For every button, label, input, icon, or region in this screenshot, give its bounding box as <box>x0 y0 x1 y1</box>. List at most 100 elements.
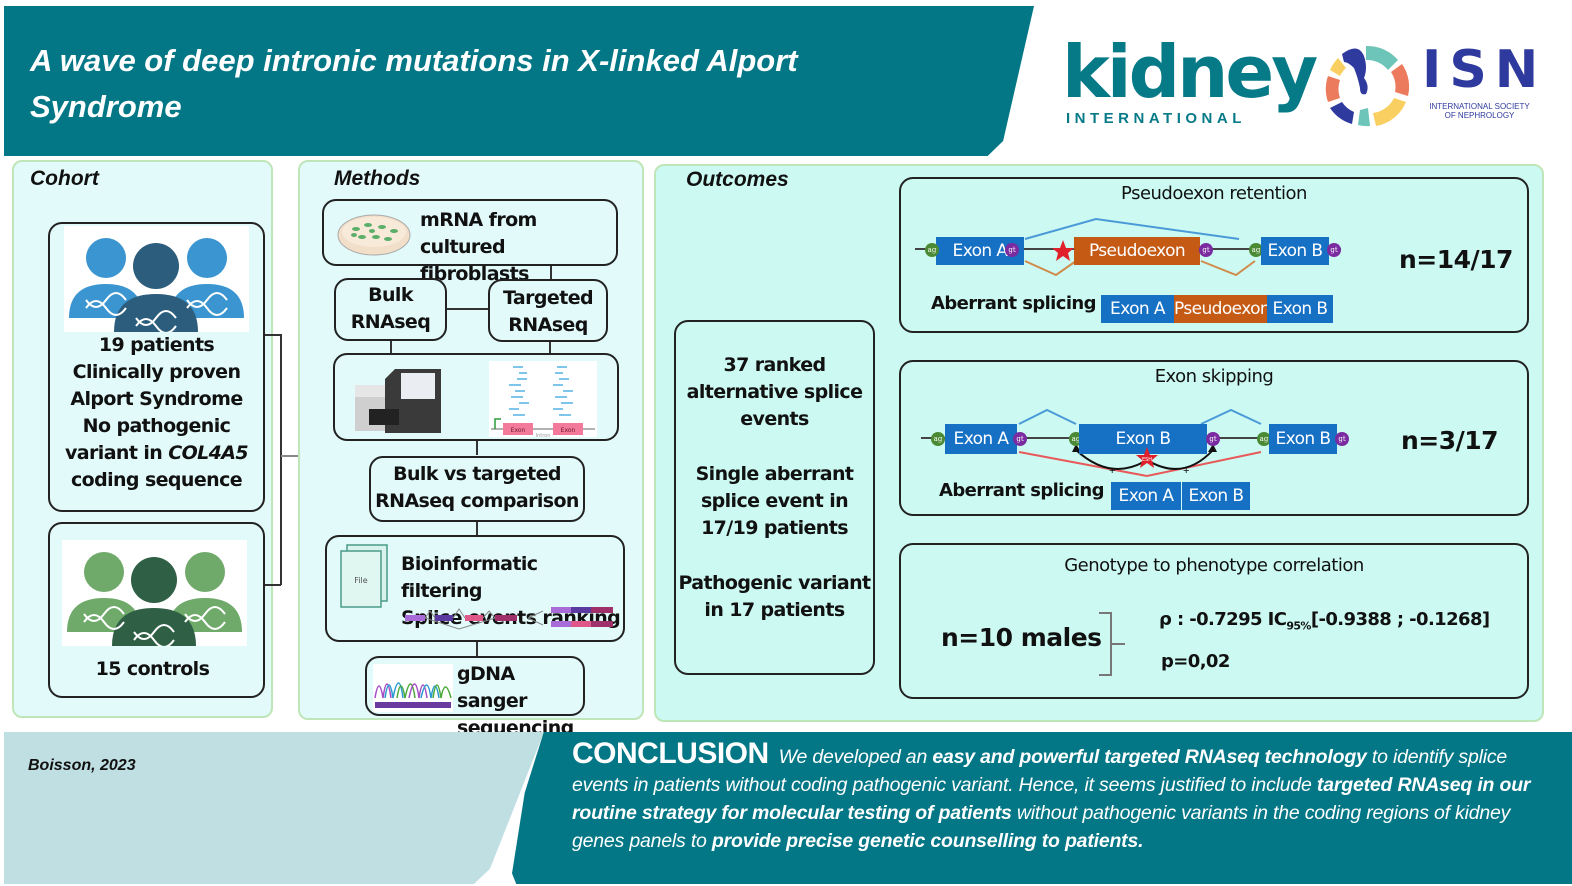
exon-b-skipped: Exon B <box>1079 424 1207 454</box>
patients-group-icon <box>64 226 249 332</box>
exon-a: Exon A <box>945 424 1017 454</box>
intron-label: Intron <box>536 433 551 437</box>
summary-ranked-events: 37 ranked alternative splice events <box>676 352 873 433</box>
exon-skipping-title: Exon skipping <box>1154 366 1274 387</box>
conclusion-band <box>512 732 1572 884</box>
isn-logo-word: ISN <box>1422 40 1547 100</box>
summary-line: Pathogenic variant <box>678 572 871 594</box>
summary-line: alternative splice <box>686 381 863 403</box>
mrna-box: mRNA from cultured fibroblasts <box>322 199 618 285</box>
mrna-line-2: cultured fibroblasts <box>420 236 529 285</box>
sanger-box: gDNA sanger sequencing <box>365 656 585 739</box>
conclusion-body: We developed an easy and powerful target… <box>572 746 1531 852</box>
aberrant-pseudoexon: Pseudoexon <box>1174 295 1271 323</box>
isn-sub-line2: OF NEPHROLOGY <box>1444 111 1515 120</box>
patients-line-4: No pathogenic <box>82 415 231 437</box>
conclusion-emphasis: provide precise genetic counselling to p… <box>711 830 1144 852</box>
outcomes-summary-box: 37 ranked alternative splice events Sing… <box>674 320 875 675</box>
pseudoexon: Pseudoexon <box>1074 237 1200 265</box>
kidney-logo-word: kidney <box>1062 30 1318 114</box>
summary-line: Single aberrant <box>695 463 854 485</box>
outcomes-title: Outcomes <box>686 168 789 191</box>
reads-alignment-icon: Exon Exon Intron <box>489 361 597 437</box>
isn-globe-icon <box>1325 45 1410 127</box>
mrna-label: mRNA from cultured fibroblasts <box>420 207 616 288</box>
ag-splice-site-icon: ag <box>931 432 945 446</box>
patients-line-5: variant in COL4A5 <box>50 440 263 467</box>
exon-label: Exon <box>511 427 526 434</box>
pseudoexon-retention-box: Pseudoexon retention Exon A ag gt Pseudo… <box>899 177 1529 333</box>
controls-group-icon <box>62 540 247 646</box>
summary-line: events <box>740 408 809 430</box>
controls-label: 15 controls <box>95 658 210 680</box>
targeted-rnaseq-box: Targeted RNAseq <box>488 279 608 342</box>
comparison-label: Bulk vs targeted RNAseq comparison <box>371 461 583 515</box>
targeted-line-1: Targeted <box>503 287 594 309</box>
sanger-label: gDNA sanger sequencing <box>457 661 583 742</box>
correlation-title: Genotype to phenotype correlation <box>1064 555 1364 576</box>
exon-b: Exon B <box>1261 237 1329 265</box>
header-banner <box>4 6 1034 156</box>
connector-line <box>447 308 489 310</box>
file-label: File <box>354 576 367 585</box>
esh-label: ESH <box>1142 457 1152 463</box>
correlation-box: Genotype to phenotype correlation n=10 m… <box>899 543 1529 699</box>
gt-splice-site-icon: gt <box>1013 432 1027 446</box>
methods-title: Methods <box>334 167 421 190</box>
connector-line <box>476 441 478 455</box>
kidney-logo-subtitle: INTERNATIONAL <box>1066 110 1246 127</box>
kidney-international-logo: kidney INTERNATIONAL <box>1062 32 1318 135</box>
page-title: A wave of deep intronic mutations in X-l… <box>30 43 798 124</box>
patients-line-2: Clinically proven <box>72 361 241 383</box>
conclusion-emphasis: easy and powerful targeted RNAseq techno… <box>932 746 1367 768</box>
ag-splice-site-icon: ag <box>1257 432 1271 446</box>
connector-line <box>280 334 282 585</box>
correlation-n-males: n=10 males <box>941 623 1102 652</box>
gt-splice-site-icon: gt <box>1005 243 1019 257</box>
citation: Boisson, 2023 <box>28 757 136 774</box>
patients-line-3: Alport Syndrome <box>70 388 243 410</box>
comparison-line-1: Bulk vs targeted <box>393 463 561 485</box>
ag-splice-site-icon: ag <box>925 243 939 257</box>
isn-logo: ISN INTERNATIONAL SOCIETY OF NEPHROLOGY <box>1318 38 1548 133</box>
ci-range: [-0.9388 ; -0.1268] <box>1310 609 1490 630</box>
gene-name: COL4A5 <box>168 442 248 464</box>
patients-line-1: 19 patients <box>98 334 215 356</box>
mrna-line-1: mRNA from <box>420 209 537 231</box>
summary-line: in 17 patients <box>704 599 845 621</box>
connector-line <box>265 334 281 336</box>
connector-line <box>476 642 478 656</box>
conclusion-heading: CONCLUSION <box>572 737 769 770</box>
targeted-rnaseq-label: Targeted RNAseq <box>490 285 606 339</box>
footer-citation-band <box>4 732 544 884</box>
bulk-line-1: Bulk <box>368 284 413 306</box>
conclusion-fragment: We developed an <box>778 746 933 768</box>
connector-line <box>281 455 301 457</box>
pseudoexon-title: Pseudoexon retention <box>1121 183 1307 204</box>
targeted-line-2: RNAseq <box>508 314 588 336</box>
conclusion-fragment: to identify splice events in patients wi… <box>572 746 1508 796</box>
aberrant-exon-a: Exon A <box>1101 295 1174 323</box>
bulk-rnaseq-label: Bulk RNAseq <box>336 282 445 336</box>
summary-pathogenic-variant: Pathogenic variant in 17 patients <box>676 570 873 624</box>
file-icon: File <box>340 544 388 608</box>
rho-value: ρ : -0.7295 IC <box>1159 609 1287 630</box>
summary-line: splice event in <box>700 490 849 512</box>
chromatogram-icon <box>373 664 453 712</box>
aberrant-exon-b: Exon B <box>1267 295 1333 323</box>
summary-line: 17/19 patients <box>701 517 848 539</box>
exon-skipping-box: Exon skipping + + Exon A ag gt ag Exon B… <box>899 360 1529 516</box>
esh-mutation-star-icon: ESH <box>1136 447 1158 468</box>
bioinformatics-box: File Bioinformatic filtering Splice even… <box>325 535 625 642</box>
patients-line-6: coding sequence <box>70 469 243 491</box>
petri-dish-icon <box>337 214 411 256</box>
bracket-icon <box>1099 612 1125 676</box>
isn-logo-subtitle: INTERNATIONAL SOCIETY OF NEPHROLOGY <box>1422 102 1537 120</box>
sequencer-icon <box>355 369 441 433</box>
ag-splice-site-icon: ag <box>1249 243 1263 257</box>
controls-box: 15 controls <box>48 522 265 698</box>
aberrant-exon-b: Exon B <box>1182 482 1250 510</box>
sanger-line-1: gDNA sanger <box>457 663 528 712</box>
exon-skipping-n-value: n=3/17 <box>1401 426 1499 455</box>
